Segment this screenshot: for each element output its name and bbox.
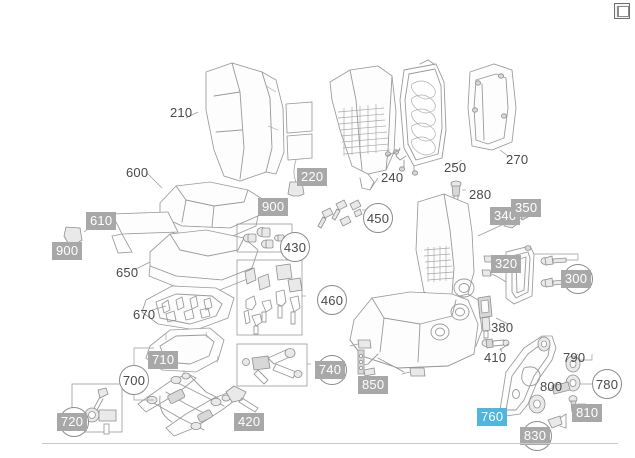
callout-790[interactable]: 790 [563,350,586,365]
callout-350[interactable]: 350 [511,199,542,217]
callout-720-text: 720 [56,413,88,431]
art-box-460 [236,259,306,336]
callout-270[interactable]: 270 [506,152,529,167]
callout-600[interactable]: 600 [126,165,149,180]
footer-divider [42,443,618,444]
callout-280[interactable]: 280 [469,187,492,202]
callout-300-text: 300 [560,270,592,288]
window-restore-icon[interactable] [614,3,630,19]
callout-810[interactable]: 810 [572,404,603,422]
callout-250[interactable]: 250 [444,160,467,175]
callout-380[interactable]: 380 [491,320,514,335]
callout-900-backrest[interactable]: 900 [258,198,289,216]
window-restore-icon-inner [617,6,629,17]
art-backrest-cover-210 [205,62,285,182]
callout-670[interactable]: 670 [133,307,156,322]
art-backrest-pad-240 [329,65,397,191]
callout-700[interactable]: 700 [119,365,149,395]
art-seat-complete-850 [349,193,483,377]
callout-240[interactable]: 240 [381,170,404,185]
callout-780[interactable]: 780 [592,369,622,399]
art-leader-lines [133,111,579,387]
callout-320[interactable]: 320 [491,255,522,273]
callout-210[interactable]: 210 [170,105,193,120]
callout-760-selected[interactable]: 760 [477,408,508,426]
art-box-740 [236,343,311,387]
callout-300[interactable]: 300 [560,264,593,294]
art-bolt-420 [225,385,259,413]
art-buckle-380 [477,295,493,339]
callout-740-text: 740 [314,361,346,379]
callout-900-cushion[interactable]: 900 [52,242,83,260]
art-rail-assembly-700 [133,347,239,437]
callout-410[interactable]: 410 [484,350,507,365]
callout-220[interactable]: 220 [297,168,328,186]
callout-710[interactable]: 710 [148,351,179,369]
callout-830-text: 830 [519,427,551,445]
art-backrest-frame-250 [384,59,447,176]
callout-420[interactable]: 420 [234,413,265,431]
callout-740[interactable]: 740 [314,355,347,385]
callout-800[interactable]: 800 [540,379,563,394]
art-heating-mat-220 [285,101,313,197]
art-heating-mat-610 [63,211,179,254]
callout-830[interactable]: 830 [519,421,552,451]
art-cushion-pad-650 [148,229,259,291]
art-spring-frame-670 [141,285,235,331]
art-bolt-410 [481,338,510,351]
callout-450[interactable]: 450 [363,203,393,233]
callout-650[interactable]: 650 [116,265,139,280]
callout-430[interactable]: 430 [280,232,310,262]
art-rear-panel-270 [467,63,517,151]
callout-610[interactable]: 610 [86,212,117,230]
art-screw-280 [450,180,462,211]
callout-460[interactable]: 460 [317,285,347,315]
callout-850[interactable]: 850 [358,376,389,394]
art-side-cover-760 [499,335,557,417]
art-screws-450 [317,199,366,229]
callout-720[interactable]: 720 [56,407,89,437]
